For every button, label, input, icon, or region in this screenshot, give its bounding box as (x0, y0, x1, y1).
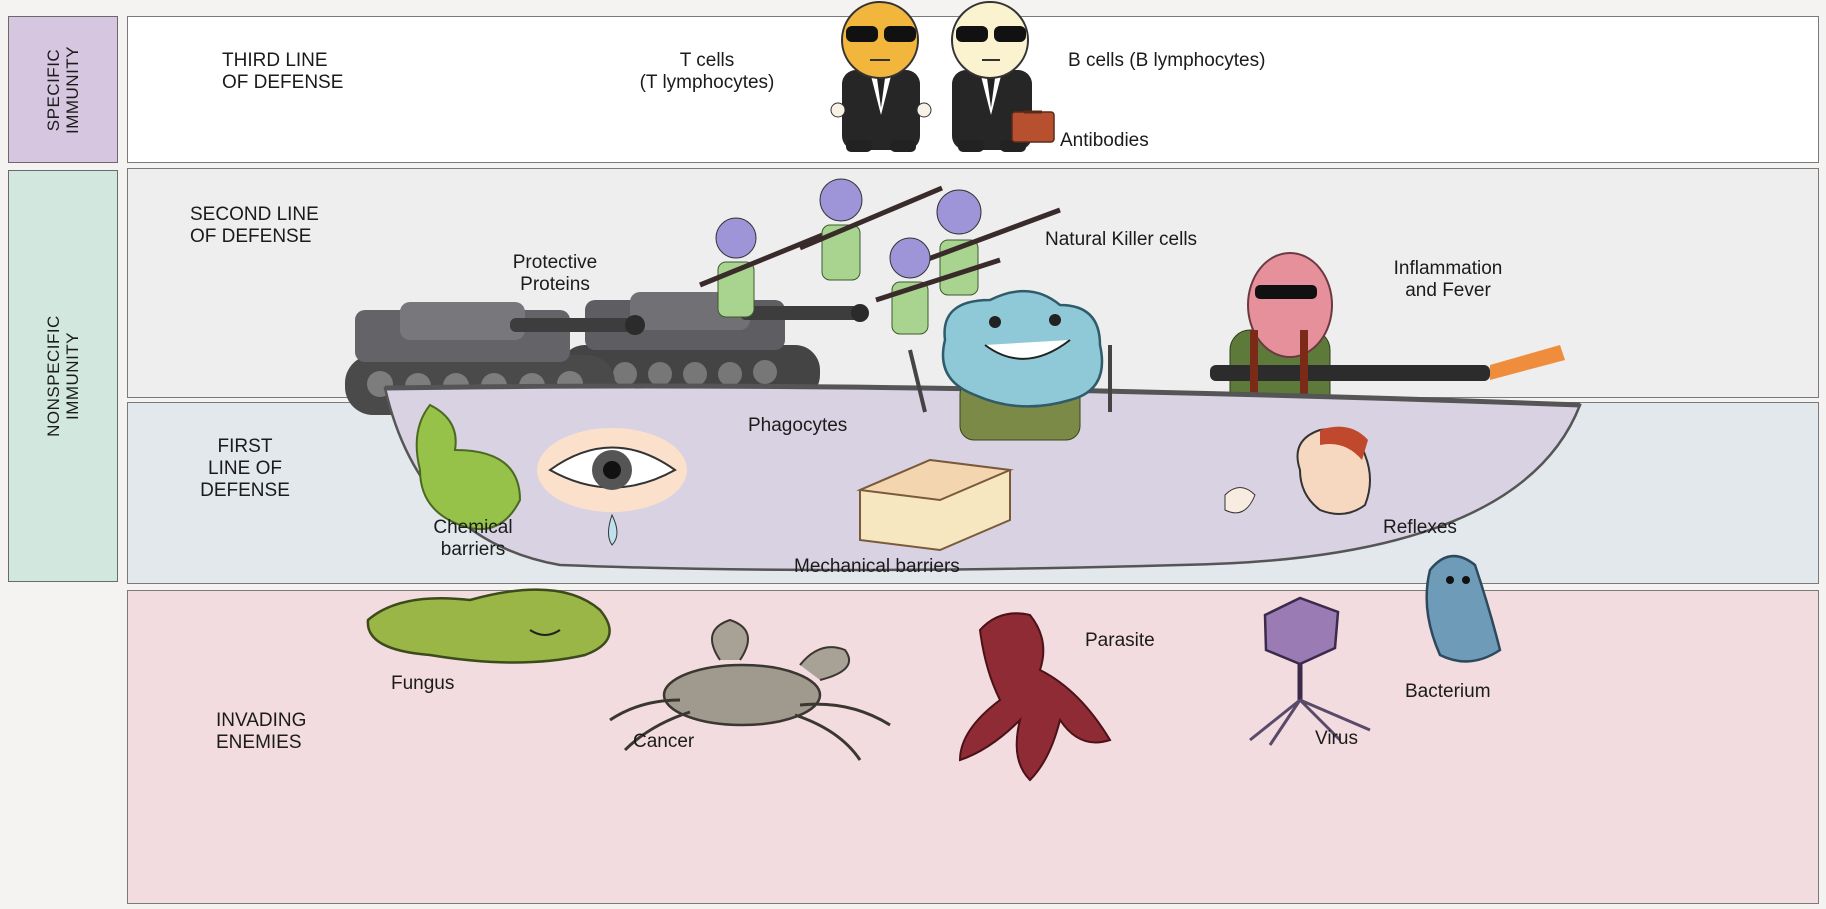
antibodies-label: Antibodies (1060, 130, 1149, 152)
virus-label: Virus (1315, 728, 1358, 750)
mechanical-barriers-label: Mechanical barriers (794, 556, 960, 578)
cancer-label: Cancer (633, 731, 694, 753)
t-cell-agent-figure (831, 2, 931, 152)
first-line-title: FIRST LINE OF DEFENSE (190, 436, 300, 502)
fungus-creature (368, 590, 610, 663)
reflexes-label: Reflexes (1383, 517, 1457, 539)
invading-enemies-title: INVADING ENEMIES (216, 710, 306, 754)
t-cells-label: T cells (T lymphocytes) (582, 50, 832, 94)
parasite-label: Parasite (1085, 630, 1155, 652)
protective-proteins-label: Protective Proteins (480, 252, 630, 296)
inflammation-fever-label: Inflammation and Fever (1348, 258, 1548, 302)
b-cell-agent-figure (952, 2, 1054, 152)
b-cells-label: B cells (B lymphocytes) (1068, 50, 1265, 72)
third-line-title: THIRD LINE OF DEFENSE (222, 50, 343, 94)
virus-creature (1250, 598, 1370, 745)
bacterium-creature (1427, 556, 1500, 661)
fungus-label: Fungus (391, 673, 454, 695)
phagocytes-label: Phagocytes (748, 415, 847, 437)
bacterium-label: Bacterium (1405, 681, 1491, 703)
natural-killer-cells-label: Natural Killer cells (1045, 229, 1197, 251)
second-line-title: SECOND LINE OF DEFENSE (190, 204, 319, 248)
chemical-barriers-label: Chemical barriers (398, 517, 548, 561)
